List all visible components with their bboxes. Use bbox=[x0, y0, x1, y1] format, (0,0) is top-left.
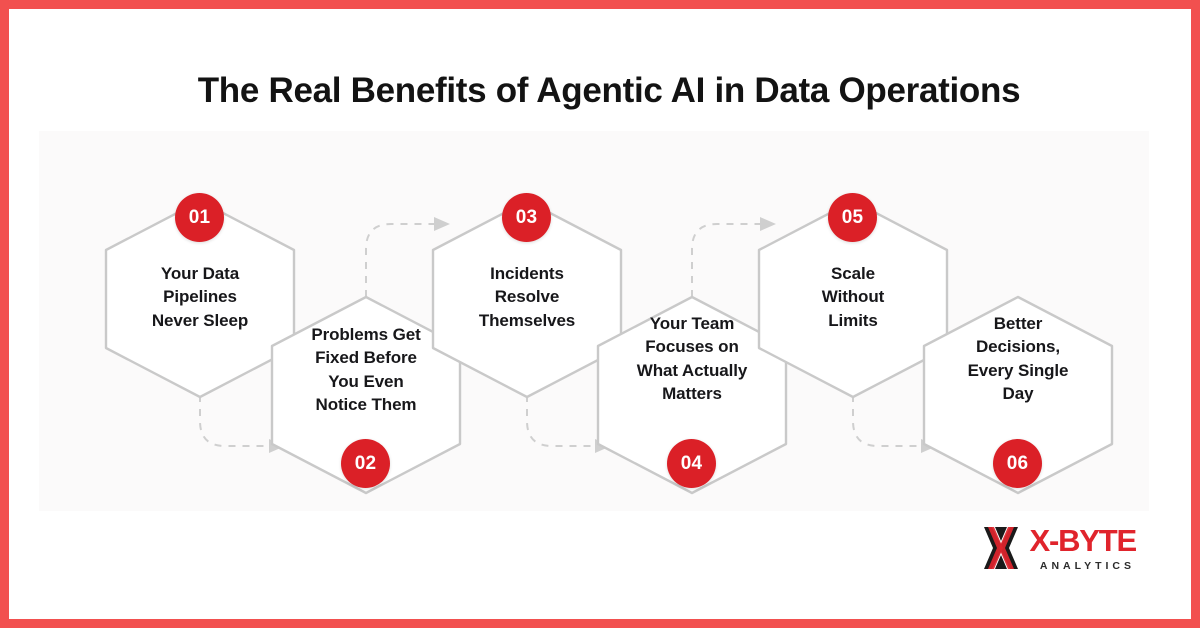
hexagon-flow-diagram bbox=[104, 199, 1114, 495]
logo-wordmark: X-BYTE bbox=[1029, 522, 1138, 558]
step-badge-03[interactable]: 03 bbox=[502, 193, 551, 242]
logo-text-block: X-BYTE ANALYTICS bbox=[1029, 522, 1138, 572]
step-badge-01[interactable]: 01 bbox=[175, 193, 224, 242]
step-badge-02[interactable]: 02 bbox=[341, 439, 390, 488]
brand-logo[interactable]: X-BYTE ANALYTICS bbox=[982, 522, 1138, 572]
logo-subtitle: ANALYTICS bbox=[1039, 559, 1135, 572]
step-badge-05[interactable]: 05 bbox=[828, 193, 877, 242]
step-badge-06[interactable]: 06 bbox=[993, 439, 1042, 488]
hexagon-01[interactable] bbox=[104, 199, 296, 399]
x-byte-hourglass-icon bbox=[983, 526, 1018, 569]
page-title: The Real Benefits of Agentic AI in Data … bbox=[197, 71, 1021, 110]
connector-02-to-03 bbox=[365, 217, 450, 297]
step-badge-04[interactable]: 04 bbox=[667, 439, 716, 488]
hexagon-03[interactable] bbox=[431, 199, 623, 399]
connector-04-to-05 bbox=[691, 217, 776, 297]
hexagon-06[interactable] bbox=[922, 295, 1114, 495]
hexagon-05[interactable] bbox=[757, 199, 949, 399]
